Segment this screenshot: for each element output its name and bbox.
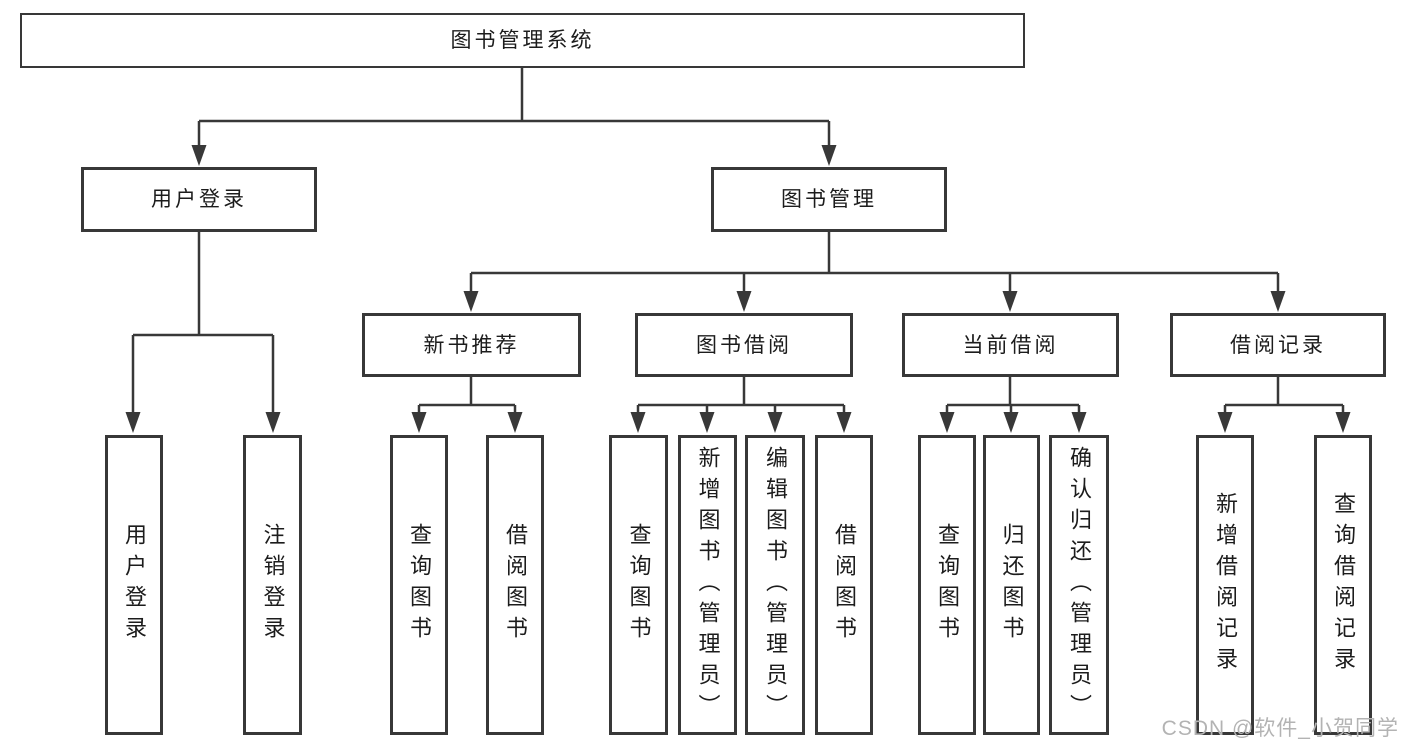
node-book-borrow: 图书借阅 bbox=[635, 313, 853, 377]
leaf-query-books-recommend: 查询图书 bbox=[390, 435, 448, 735]
arrowhead-icon bbox=[630, 412, 646, 433]
leaf-query-books-borrow: 查询图书 bbox=[609, 435, 668, 735]
connector-new-book-rec-children bbox=[411, 377, 523, 433]
leaf-edit-books-admin: 编辑图书（管理员） bbox=[745, 435, 805, 735]
arrowhead-icon bbox=[939, 412, 955, 433]
arrowhead-icon bbox=[821, 145, 837, 166]
node-current-borrow: 当前借阅 bbox=[902, 313, 1119, 377]
arrowhead-icon bbox=[1270, 291, 1286, 312]
arrowhead-icon bbox=[265, 412, 281, 433]
connector-current-borrow-children bbox=[939, 377, 1087, 433]
arrowhead-icon bbox=[1003, 412, 1019, 433]
arrowhead-icon bbox=[1335, 412, 1351, 433]
node-new-book-recommend: 新书推荐 bbox=[362, 313, 581, 377]
connector-root-to-level2 bbox=[191, 67, 837, 166]
leaf-return-books: 归还图书 bbox=[983, 435, 1040, 735]
connector-borrow-records-children bbox=[1217, 377, 1351, 433]
csdn-watermark: CSDN @软件_小贺同学 bbox=[1161, 717, 1399, 740]
leaf-borrow-books-recommend: 借阅图书 bbox=[486, 435, 544, 735]
arrowhead-icon bbox=[1002, 291, 1018, 312]
arrowhead-icon bbox=[736, 291, 752, 312]
leaf-confirm-return-admin: 确认归还（管理员） bbox=[1049, 435, 1109, 735]
arrowhead-icon bbox=[191, 145, 207, 166]
node-root: 图书管理系统 bbox=[20, 13, 1025, 68]
leaf-borrow-books: 借阅图书 bbox=[815, 435, 873, 735]
arrowhead-icon bbox=[699, 412, 715, 433]
leaf-query-borrow-record: 查询借阅记录 bbox=[1314, 435, 1372, 735]
arrowhead-icon bbox=[507, 412, 523, 433]
connector-book-mgmt-to-level3 bbox=[463, 232, 1286, 312]
leaf-add-books-admin: 新增图书（管理员） bbox=[678, 435, 737, 735]
arrowhead-icon bbox=[767, 412, 783, 433]
arrowhead-icon bbox=[463, 291, 479, 312]
arrowhead-icon bbox=[1217, 412, 1233, 433]
leaf-query-books-current: 查询图书 bbox=[918, 435, 976, 735]
node-book-management: 图书管理 bbox=[711, 167, 947, 232]
node-user-login: 用户登录 bbox=[81, 167, 317, 232]
connector-book-borrow-children bbox=[630, 377, 852, 433]
arrowhead-icon bbox=[125, 412, 141, 433]
arrowhead-icon bbox=[411, 412, 427, 433]
arrowhead-icon bbox=[836, 412, 852, 433]
arrowhead-icon bbox=[1071, 412, 1087, 433]
leaf-logout: 注销登录 bbox=[243, 435, 302, 735]
connector-user-login-children bbox=[125, 232, 281, 433]
node-borrow-records: 借阅记录 bbox=[1170, 313, 1386, 377]
leaf-user-login: 用户登录 bbox=[105, 435, 163, 735]
leaf-add-borrow-record: 新增借阅记录 bbox=[1196, 435, 1254, 735]
